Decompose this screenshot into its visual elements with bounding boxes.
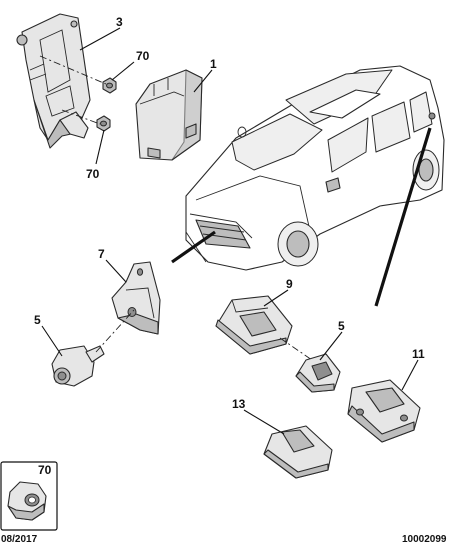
control-module-part-1	[135, 69, 203, 161]
callout-3: 3	[116, 15, 123, 29]
callout-7: 7	[98, 247, 105, 261]
callout-5-right: 5	[338, 319, 345, 333]
bracket-part-3	[16, 13, 91, 149]
callout-70-top: 70	[136, 49, 150, 63]
front-camera-bracket-part-7	[111, 261, 161, 335]
pointer-rear-camera	[374, 127, 432, 307]
inset-label: 70	[38, 463, 52, 477]
callout-11: 11	[412, 347, 425, 361]
rear-camera-part-5	[295, 353, 341, 393]
rear-camera-holder-part-9	[215, 295, 293, 355]
front-camera-part-5	[51, 345, 105, 387]
callout-1: 1	[210, 57, 217, 71]
callout-9: 9	[286, 277, 293, 291]
callout-5-left: 5	[34, 313, 41, 327]
pointer-front-camera	[171, 230, 216, 264]
rear-camera-cover-part-11	[347, 379, 421, 443]
footer-reference: 10002099	[402, 534, 447, 545]
footer-date: 08/2017	[1, 534, 38, 545]
callout-13: 13	[232, 397, 246, 411]
vehicle-illustration	[185, 65, 445, 271]
inset-nut-detail: 70	[0, 461, 58, 531]
callout-70-bottom: 70	[86, 167, 100, 181]
nut-part-70-upper	[102, 77, 117, 94]
nut-part-70-lower	[96, 115, 111, 132]
seal-part-13	[263, 425, 333, 479]
